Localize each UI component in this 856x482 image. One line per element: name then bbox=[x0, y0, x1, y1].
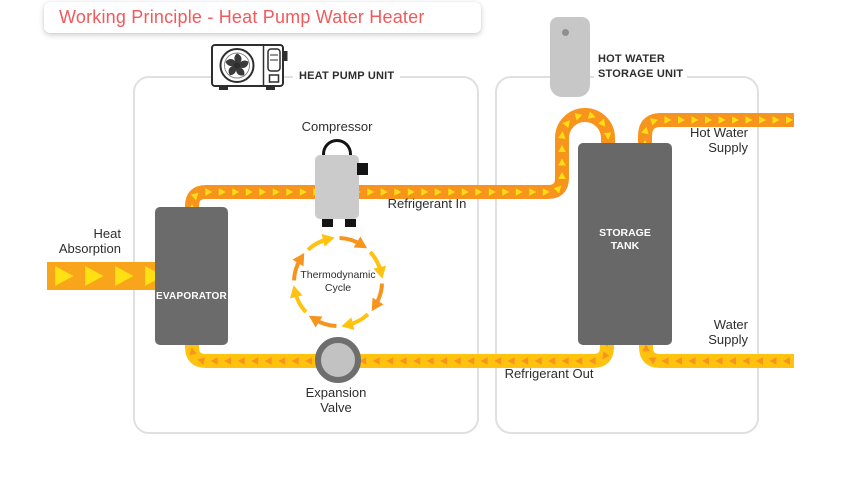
compressor-block bbox=[315, 155, 359, 219]
page-title: Working Principle - Heat Pump Water Heat… bbox=[59, 7, 425, 27]
water-heater-tank-icon bbox=[550, 17, 590, 97]
heat-pump-unit-label: HEAT PUMP UNIT bbox=[293, 69, 401, 84]
compressor-label: Compressor bbox=[301, 119, 373, 134]
hot-water-supply-label: Hot Water Supply bbox=[689, 125, 748, 155]
heat-absorption-label: Heat Absorption bbox=[58, 226, 121, 256]
outdoor-unit-fan-icon bbox=[210, 42, 288, 92]
refrigerant-out-pipe bbox=[185, 338, 614, 368]
thermodynamic-cycle-arrows bbox=[289, 233, 387, 331]
hot-water-supply-pipe bbox=[638, 113, 794, 150]
refrigerant-out-label: Refrigerant Out bbox=[504, 366, 594, 381]
expansion-valve-block bbox=[315, 337, 361, 383]
compressor-foot-icon bbox=[322, 219, 333, 227]
title-card: Working Principle - Heat Pump Water Heat… bbox=[44, 2, 481, 33]
compressor-foot-icon bbox=[345, 219, 356, 227]
compressor-handle-icon bbox=[322, 139, 352, 156]
storage-tank-label: STORAGE TANK bbox=[599, 227, 651, 252]
compressor-port-icon bbox=[357, 163, 368, 175]
evaporator-label: EVAPORATOR bbox=[156, 291, 227, 302]
refrigerant-in-pipe bbox=[185, 108, 615, 214]
thermodynamic-cycle-label: Thermodynamic Cycle bbox=[300, 269, 376, 294]
refrigerant-in-label: Refrigerant In bbox=[387, 196, 467, 211]
evaporator-block: EVAPORATOR bbox=[155, 207, 228, 345]
hot-water-storage-unit-label: HOT WATER STORAGE UNIT bbox=[594, 52, 688, 82]
expansion-valve-label: Expansion Valve bbox=[305, 385, 367, 415]
water-supply-label: Water Supply bbox=[708, 317, 748, 347]
storage-tank-block: STORAGE TANK bbox=[578, 143, 672, 345]
tank-indicator-dot-icon bbox=[562, 29, 569, 36]
